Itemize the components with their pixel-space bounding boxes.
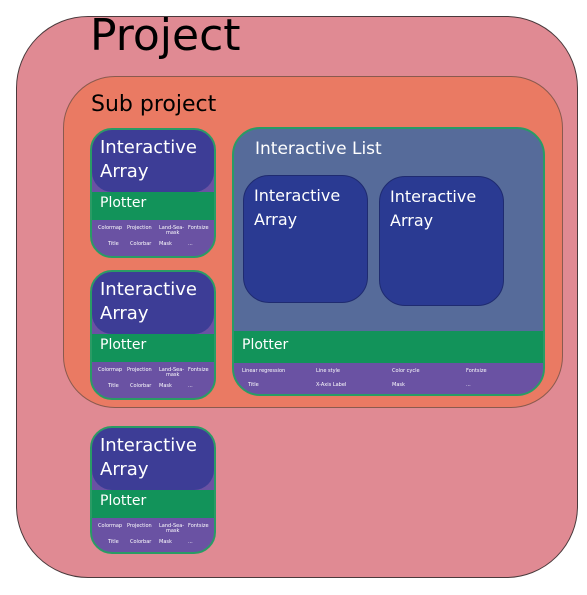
param-colormap: Colormap xyxy=(98,523,123,529)
param-projection: Projection xyxy=(127,367,152,373)
project-title: Project xyxy=(90,10,241,61)
interactive-array-label-line1: Interactive xyxy=(254,186,341,205)
param-mask: Mask xyxy=(159,241,172,247)
interactive-list-array-1: Interactive Array xyxy=(243,175,368,303)
module-2: Interactive Array Plotter Colormap Proje… xyxy=(90,270,216,400)
interactive-array-label-line2: Array xyxy=(100,459,149,480)
plotter-label: Plotter xyxy=(242,337,289,353)
param-fontsize: Fontsize xyxy=(466,368,487,374)
param-ellipsis: ... xyxy=(188,241,193,247)
param-mask: Mask xyxy=(159,383,172,389)
interactive-array-label-line1: Interactive xyxy=(100,435,197,456)
param-fontsize: Fontsize xyxy=(188,225,209,231)
plotter-box: Plotter xyxy=(92,334,214,362)
interactive-list-array-2: Interactive Array xyxy=(379,176,504,306)
param-landsea-line2: mask xyxy=(166,528,180,534)
interactive-array-label-line1: Interactive xyxy=(100,279,197,300)
param-colorbar: Colorbar xyxy=(130,539,152,545)
plotter-box: Plotter xyxy=(92,490,214,518)
module-3: Interactive Array Plotter Colormap Proje… xyxy=(90,426,216,554)
plotter-label: Plotter xyxy=(100,493,147,509)
plotter-box: Plotter xyxy=(92,192,214,220)
plotter-label: Plotter xyxy=(100,337,147,353)
module-1: Interactive Array Plotter Colormap Proje… xyxy=(90,128,216,258)
param-landsea-line2: mask xyxy=(166,372,180,378)
param-projection: Projection xyxy=(127,225,152,231)
interactive-array-label-line2: Array xyxy=(390,211,434,230)
param-ellipsis: ... xyxy=(188,383,193,389)
param-fontsize: Fontsize xyxy=(188,523,209,529)
param-landsea-line1: Land-Sea- xyxy=(159,367,185,373)
interactive-array-label-line2: Array xyxy=(254,210,298,229)
param-mask: Mask xyxy=(392,382,405,388)
param-title: Title xyxy=(248,382,259,388)
param-title: Title xyxy=(108,241,119,247)
param-linear-regression: Linear regression xyxy=(242,368,286,374)
param-colormap: Colormap xyxy=(98,367,123,373)
interactive-array-label-line1: Interactive xyxy=(100,137,197,158)
plotter-label: Plotter xyxy=(100,195,147,211)
param-colormap: Colormap xyxy=(98,225,123,231)
param-mask: Mask xyxy=(159,539,172,545)
interactive-array-box: Interactive Array xyxy=(92,130,214,192)
param-projection: Projection xyxy=(127,523,152,529)
interactive-list-title: Interactive List xyxy=(255,139,382,159)
param-xaxis-label: X-Axis Label xyxy=(316,382,347,388)
interactive-array-box: Interactive Array xyxy=(92,428,214,490)
param-ellipsis: ... xyxy=(188,539,193,545)
interactive-array-label-line2: Array xyxy=(100,303,149,324)
plotter-box: Plotter xyxy=(234,331,543,363)
interactive-array-label-line2: Array xyxy=(100,161,149,182)
interactive-array-box: Interactive Array xyxy=(92,272,214,334)
interactive-array-label-line1: Interactive xyxy=(390,187,477,206)
param-title: Title xyxy=(108,383,119,389)
param-title: Title xyxy=(108,539,119,545)
subproject-title: Sub project xyxy=(91,92,217,117)
param-color-cycle: Color cycle xyxy=(392,368,420,374)
param-fontsize: Fontsize xyxy=(188,367,209,373)
param-ellipsis: ... xyxy=(466,382,471,388)
param-colorbar: Colorbar xyxy=(130,241,152,247)
param-colorbar: Colorbar xyxy=(130,383,152,389)
plotter-params-box: Linear regression Line style Color cycle… xyxy=(234,363,543,394)
param-line-style: Line style xyxy=(316,368,340,374)
param-landsea-line2: mask xyxy=(166,230,180,236)
param-landsea-line1: Land-Sea- xyxy=(159,523,185,529)
param-landsea-line1: Land-Sea- xyxy=(159,225,185,231)
